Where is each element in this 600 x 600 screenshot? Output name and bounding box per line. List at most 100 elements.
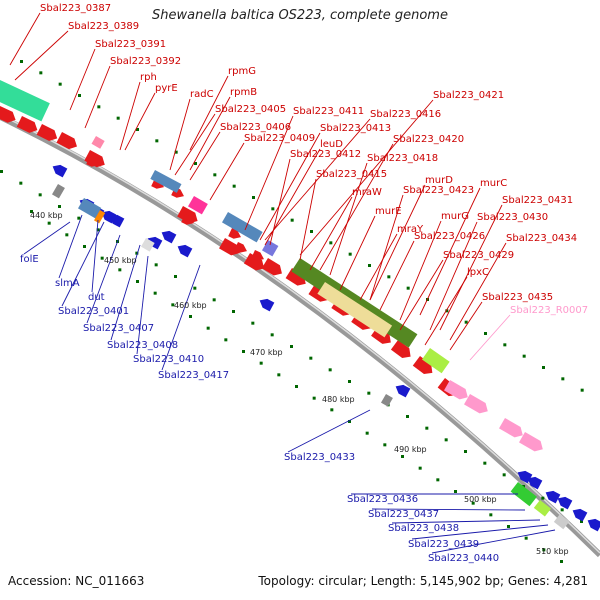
gene-block-orange-shape bbox=[94, 210, 106, 224]
tick-dot bbox=[270, 333, 274, 337]
forward-gene-arrow-shape bbox=[234, 242, 247, 253]
gene-block-green-shape bbox=[0, 80, 50, 122]
tick-dot bbox=[193, 286, 197, 290]
tick-dot bbox=[503, 343, 507, 347]
reverse-gene-arrow bbox=[52, 164, 68, 178]
gene-block-grey-shape bbox=[553, 514, 570, 530]
callout-line bbox=[136, 255, 149, 355]
forward-gene-arrow bbox=[181, 214, 194, 225]
reverse-gene-arrow bbox=[587, 518, 600, 532]
tick-dot bbox=[155, 139, 159, 143]
tick-dot bbox=[444, 438, 448, 442]
callout-line bbox=[359, 233, 398, 301]
tick-dot bbox=[118, 268, 122, 272]
callout-line bbox=[124, 92, 156, 151]
forward-gene-arrow-shape bbox=[56, 132, 77, 150]
rna-gene-arrow-shape bbox=[499, 418, 523, 438]
gene-label-bottom: Sbal223_0417 bbox=[158, 370, 229, 381]
tick-dot bbox=[436, 478, 440, 482]
callout-line bbox=[209, 142, 245, 201]
tick-dot bbox=[171, 303, 175, 307]
gene-label-top: mraW bbox=[352, 187, 382, 198]
gene-label-bottom: Sbal223_0439 bbox=[408, 539, 479, 550]
gene-label-top: Sbal223_0409 bbox=[244, 133, 315, 144]
callout-line bbox=[58, 214, 83, 279]
callout-line bbox=[369, 194, 404, 301]
tick-dot bbox=[58, 82, 62, 86]
tick-dot bbox=[484, 332, 487, 335]
gene-block-pink bbox=[91, 136, 105, 149]
tick-dot bbox=[367, 391, 371, 395]
tick-dot bbox=[135, 251, 139, 255]
gene-block-steel2 bbox=[78, 198, 102, 219]
tick-dot bbox=[580, 520, 583, 523]
tick-dot bbox=[97, 105, 101, 109]
tick-dot bbox=[560, 560, 563, 563]
gene-block-darkgrey2-shape bbox=[381, 394, 393, 407]
forward-gene-arrow bbox=[234, 242, 247, 253]
tick-dot bbox=[368, 264, 371, 267]
tick-dot bbox=[312, 396, 316, 400]
callout-line bbox=[371, 508, 526, 511]
forward-gene-arrow bbox=[56, 132, 77, 150]
reverse-gene-arrow bbox=[527, 476, 543, 490]
tick-dot bbox=[65, 233, 69, 237]
tick-dot bbox=[30, 210, 33, 213]
callout-line bbox=[287, 409, 371, 453]
kbp-tick-label: 490 kbp bbox=[394, 445, 427, 454]
gene-label-top: lpxC bbox=[467, 267, 489, 278]
gene-label-bottom: Sbal223_0440 bbox=[428, 553, 499, 564]
tick-dot bbox=[560, 508, 564, 512]
gene-label-bottom: Sbal223_0408 bbox=[107, 340, 178, 351]
forward-gene-arrow bbox=[261, 258, 282, 276]
forward-gene-arrow-shape bbox=[390, 340, 411, 358]
callout-line bbox=[169, 98, 191, 171]
tick-dot bbox=[153, 291, 157, 295]
callout-line bbox=[369, 184, 426, 301]
callout-line bbox=[161, 264, 201, 371]
tick-dot bbox=[290, 218, 294, 222]
forward-gene-arrow-shape bbox=[219, 238, 240, 256]
gene-block-violet-shape bbox=[262, 240, 279, 257]
reverse-gene-arrow-shape bbox=[545, 490, 561, 504]
gene-label-top: pyrE bbox=[155, 83, 178, 94]
reverse-gene-arrow bbox=[109, 214, 125, 228]
tick-dot bbox=[77, 216, 81, 220]
label-callouts: Sbal223_0387Sbal223_0389Sbal223_0391Sbal… bbox=[9, 3, 588, 564]
tick-dot bbox=[290, 345, 293, 348]
gene-label-top: rpmB bbox=[230, 87, 257, 98]
callout-line bbox=[299, 178, 317, 261]
forward-gene-arrow bbox=[251, 250, 264, 261]
forward-gene-arrow-shape bbox=[261, 258, 282, 276]
topology-text: Topology: circular; Length: 5,145,902 bp… bbox=[258, 574, 588, 588]
genome-backbone-highlight bbox=[0, 114, 600, 554]
callout-line bbox=[259, 132, 321, 241]
callout-line bbox=[174, 113, 216, 176]
forward-gene-arrow-shape bbox=[251, 250, 264, 261]
gene-block-lime-shape bbox=[421, 348, 450, 374]
tick-dot bbox=[19, 181, 23, 185]
tick-dot bbox=[213, 173, 217, 177]
gene-label-top: Sbal223_0426 bbox=[414, 231, 485, 242]
reverse-gene-arrow bbox=[557, 496, 573, 510]
tick-dot bbox=[524, 536, 528, 540]
gene-label-bottom: Sbal223_0401 bbox=[58, 306, 129, 317]
reverse-gene-arrow bbox=[259, 298, 275, 312]
callout-line bbox=[86, 234, 121, 324]
tick-dot bbox=[295, 385, 298, 388]
forward-gene-arrow-shape bbox=[243, 253, 265, 271]
callout-line bbox=[14, 30, 69, 81]
callout-line bbox=[419, 187, 481, 316]
gene-label-top: mraY bbox=[397, 224, 424, 235]
gene-block-grey bbox=[553, 514, 570, 530]
gene-label-bottom: Sbal223_0438 bbox=[388, 523, 459, 534]
tick-dot bbox=[78, 94, 81, 97]
gene-block-darkgrey2 bbox=[381, 394, 393, 407]
forward-gene-arrow-shape bbox=[16, 116, 38, 133]
tick-dot bbox=[271, 207, 275, 211]
tick-dot bbox=[206, 326, 210, 330]
gene-label-bottom: Sbal223_0407 bbox=[83, 323, 154, 334]
tick-dot bbox=[259, 361, 263, 365]
tick-dot bbox=[136, 280, 139, 283]
rna-gene-arrow bbox=[444, 380, 468, 400]
